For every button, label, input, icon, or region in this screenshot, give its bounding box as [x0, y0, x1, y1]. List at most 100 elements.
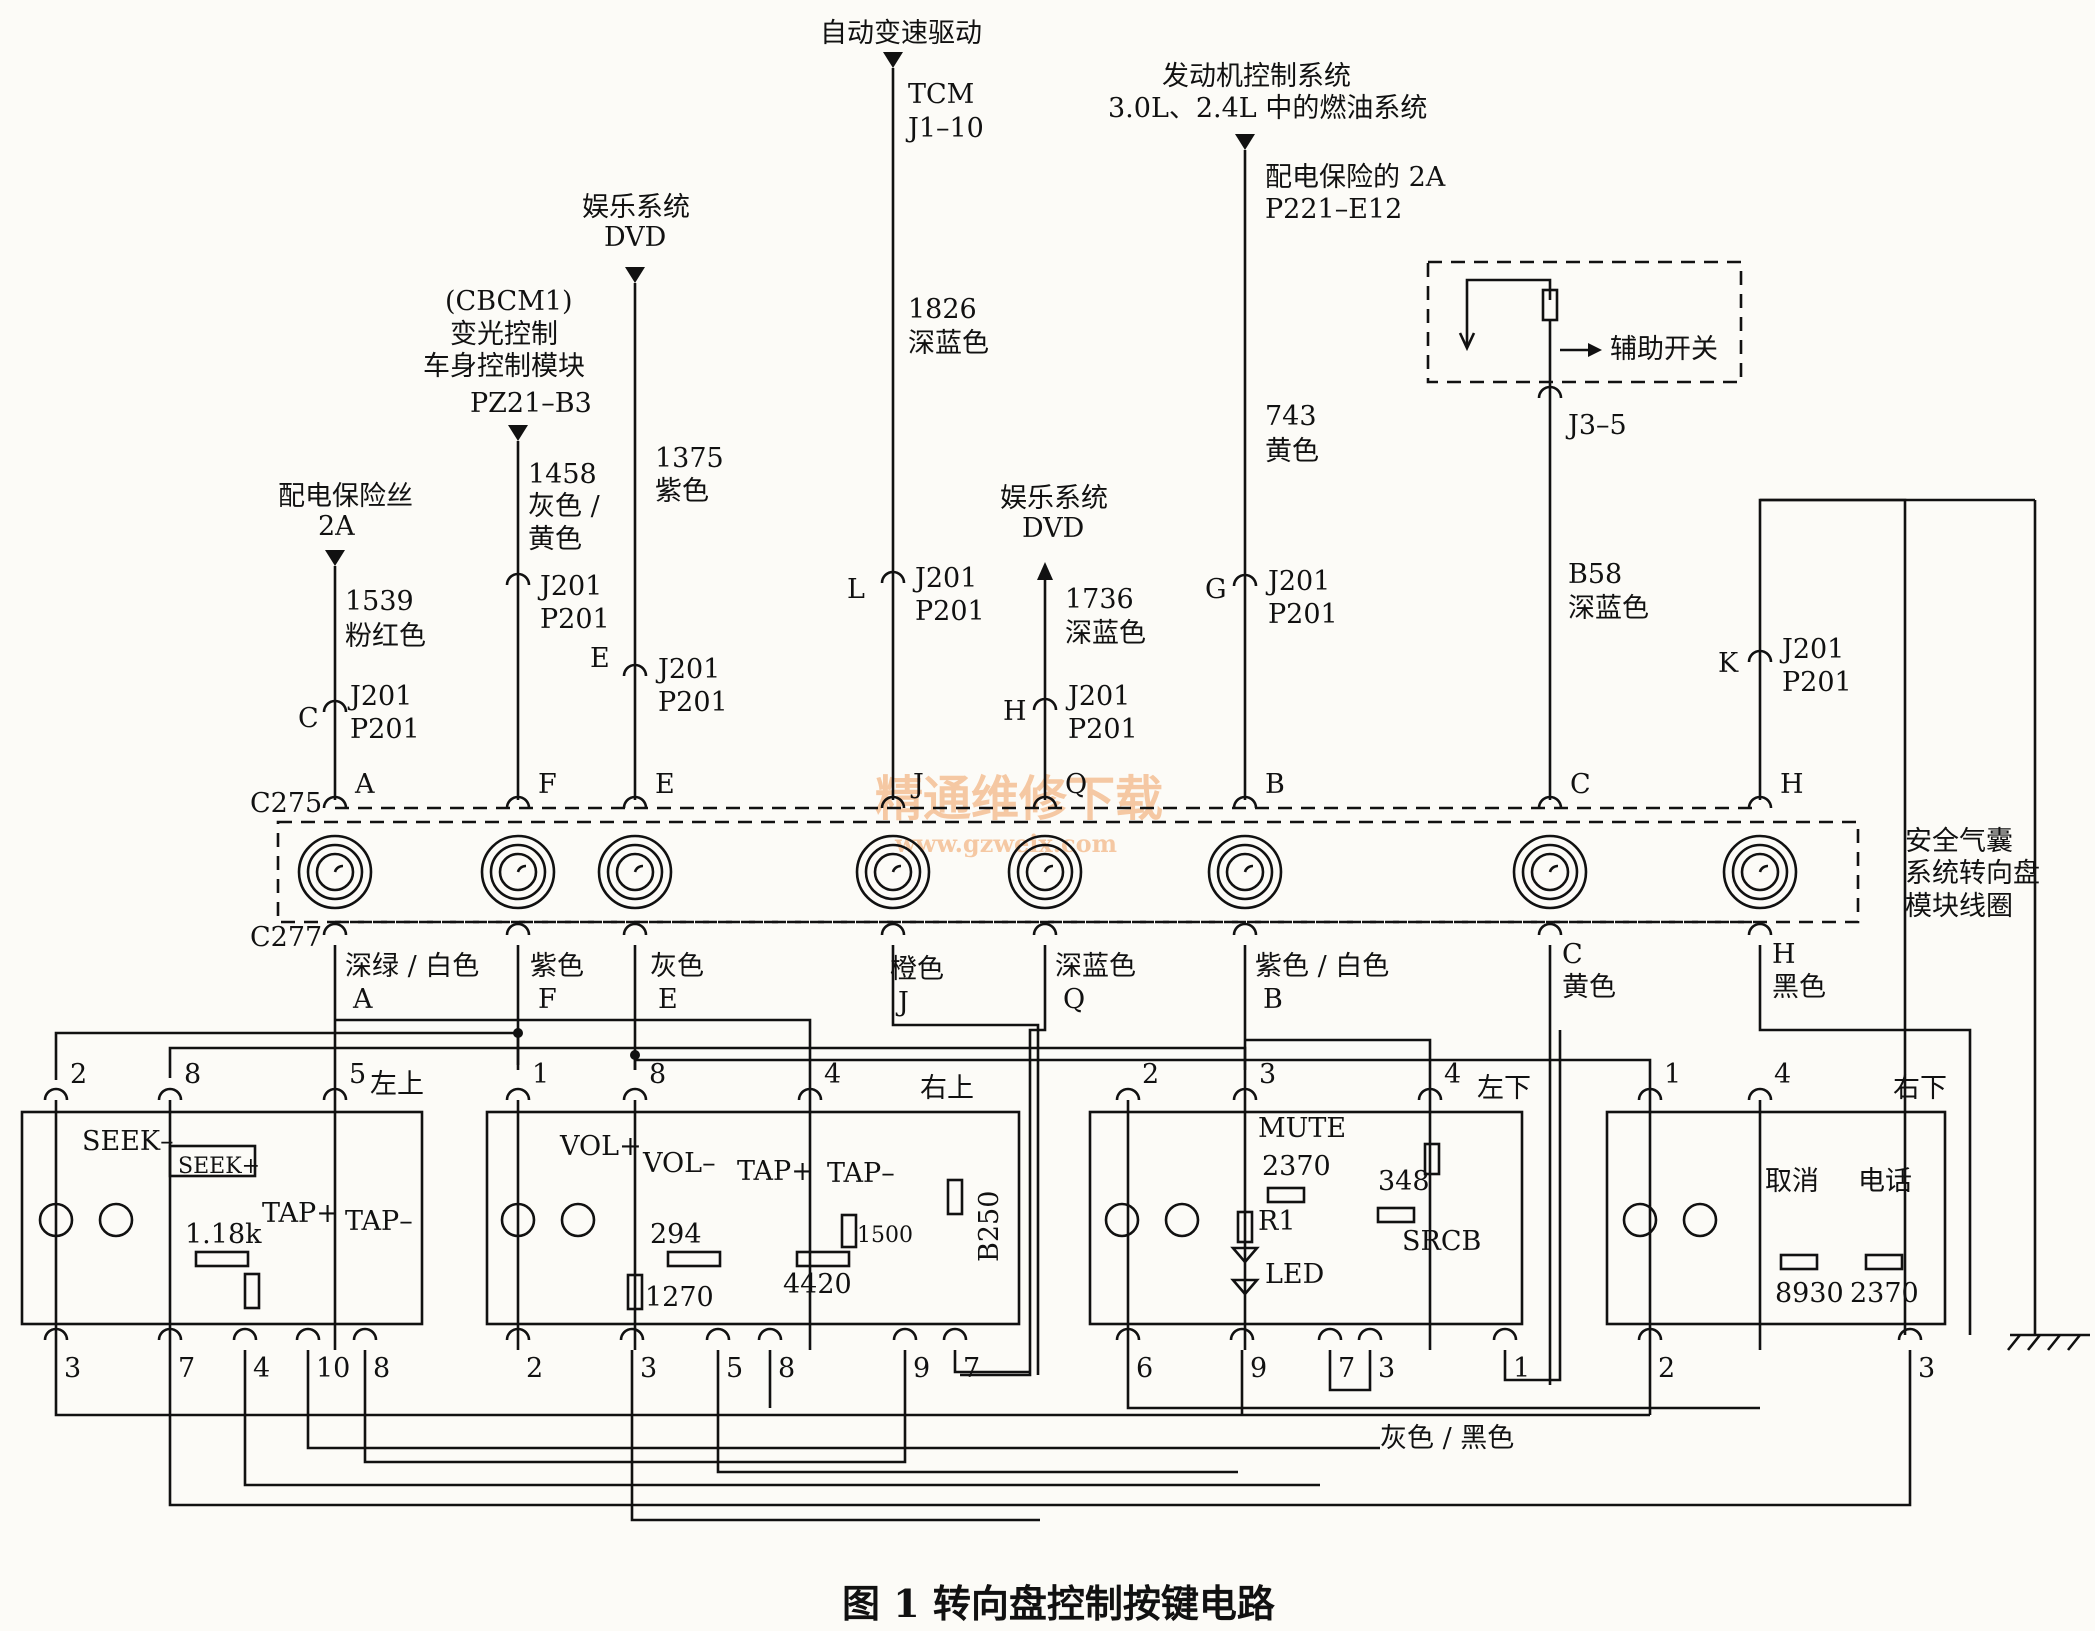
p201-label: P201	[350, 714, 420, 745]
bottom-wire-pin: E	[658, 984, 678, 1015]
module-bottom-pin: 9	[1250, 1353, 1267, 1384]
inline-pin-letter: L	[847, 574, 865, 605]
svg-text:深蓝色: 深蓝色	[1568, 593, 1649, 624]
clockspring-pin-top: J	[910, 769, 924, 800]
module-bottom-pin: 8	[373, 1353, 390, 1384]
clockspring-pin-top: Q	[1065, 769, 1087, 800]
svg-text:变光控制: 变光控制	[450, 319, 558, 350]
p201-label: P201	[1782, 667, 1852, 698]
aux-switch-label: 辅助开关	[1610, 334, 1718, 365]
svg-text:SRCB: SRCB	[1402, 1226, 1481, 1257]
bottom-wire-pin: J	[895, 987, 909, 1018]
module-lower-left: 左下 MUTE 2370 R1 LED 348 SRCB	[1088, 1073, 1531, 1326]
svg-text:安全气囊: 安全气囊	[1905, 826, 2013, 857]
svg-text:SEEK+: SEEK+	[178, 1154, 260, 1179]
j201-label: J201	[1065, 681, 1130, 712]
svg-text:348: 348	[1378, 1166, 1430, 1197]
svg-text:1375: 1375	[655, 443, 724, 474]
svg-text:TAP–: TAP–	[827, 1158, 895, 1189]
svg-text:左下: 左下	[1477, 1073, 1531, 1104]
connector-c277: C277	[250, 922, 322, 953]
svg-text:娱乐系统: 娱乐系统	[1000, 483, 1108, 514]
svg-text:4420: 4420	[783, 1269, 852, 1300]
aux-switch-box: 辅助开关	[1426, 260, 1743, 392]
svg-text:自动变速驱动: 自动变速驱动	[820, 18, 982, 49]
watermark-text: 精通维修下载	[875, 771, 1163, 827]
svg-text:右上: 右上	[920, 1073, 974, 1104]
gray-black-label: 灰色 / 黑色	[1380, 1423, 1514, 1454]
svg-text:娱乐系统: 娱乐系统	[582, 192, 690, 223]
bottom-wire-pin: A	[352, 984, 373, 1015]
svg-text:深蓝色: 深蓝色	[1065, 618, 1146, 649]
svg-text:1270: 1270	[645, 1282, 714, 1313]
svg-text:电话: 电话	[1858, 1166, 1912, 1197]
bottom-wire-color: 黑色	[1772, 972, 1826, 1003]
module-top-pin: 4	[824, 1059, 841, 1090]
svg-text:TCM: TCM	[908, 79, 974, 110]
source-dvd-2: 娱乐系统 DVD	[1000, 483, 1108, 544]
module-bottom-pin: 7	[178, 1353, 195, 1384]
module-bottom-pin: 2	[526, 1353, 543, 1384]
j201-label: J201	[912, 563, 977, 594]
svg-text:2370: 2370	[1262, 1151, 1331, 1182]
bottom-wire-pin: C	[1562, 939, 1583, 970]
svg-text:发动机控制系统: 发动机控制系统	[1162, 61, 1351, 92]
svg-text:DVD: DVD	[1022, 513, 1084, 544]
p201-label: P201	[1068, 714, 1138, 745]
module-top-pin: 1	[1664, 1059, 1681, 1090]
bottom-wire-pin: Q	[1063, 984, 1085, 1015]
module-bottom-pin: 1	[1513, 1353, 1530, 1384]
clockspring-pin-top: C	[1570, 769, 1591, 800]
module-bottom-pin: 4	[253, 1353, 270, 1384]
svg-text:TAP–: TAP–	[345, 1206, 413, 1237]
p201-label: P201	[540, 604, 610, 635]
svg-text:DVD: DVD	[604, 222, 666, 253]
svg-text:SEEK–: SEEK–	[82, 1126, 174, 1157]
bottom-wire-color: 灰色	[650, 951, 704, 982]
j201-label: J201	[1265, 566, 1330, 597]
module-top-pin: 2	[70, 1059, 87, 1090]
j201-label: J201	[537, 571, 602, 602]
svg-text:1458: 1458	[528, 459, 597, 490]
inline-pin-letter: H	[1003, 696, 1027, 727]
module-top-pin: 1	[532, 1059, 549, 1090]
svg-text:2A: 2A	[318, 511, 355, 542]
svg-text:1826: 1826	[908, 294, 977, 325]
svg-text:黄色: 黄色	[1265, 436, 1319, 467]
source-engine-control: 发动机控制系统 3.0L、2.4L 中的燃油系统	[1108, 61, 1427, 150]
svg-text:深蓝色: 深蓝色	[908, 328, 989, 359]
svg-text:MUTE: MUTE	[1258, 1113, 1346, 1144]
module-top-pin: 4	[1444, 1059, 1461, 1090]
svg-text:LED: LED	[1265, 1259, 1324, 1290]
inline-pin-letter: G	[1205, 574, 1227, 605]
module-upper-right: 右上 VOL+ VOL– 294 1270 TAP+ TAP– 1500 442…	[485, 1073, 1021, 1326]
module-top-pin: 8	[184, 1059, 201, 1090]
svg-text:1736: 1736	[1065, 584, 1134, 615]
wire-labels: 1539 粉红色 1458 灰色 / 黄色 1375 紫色 TCM J1–10 …	[345, 79, 1649, 652]
clockspring-pin-top: B	[1265, 769, 1285, 800]
module-bottom-pin: 6	[1136, 1353, 1153, 1384]
figure-caption: 图 1 转向盘控制按键电路	[842, 1581, 1276, 1626]
svg-text:R1: R1	[1258, 1206, 1296, 1237]
svg-text:系统转向盘: 系统转向盘	[1905, 858, 2040, 889]
svg-text:743: 743	[1265, 401, 1317, 432]
module-bottom-pin: 7	[963, 1353, 980, 1384]
clockspring-pin-top: E	[655, 769, 675, 800]
source-dvd-1: 娱乐系统 DVD	[582, 192, 690, 283]
source-cbcm1: (CBCM1) 变光控制 车身控制模块 PZ21–B3	[423, 286, 592, 441]
j201-label: J201	[347, 681, 412, 712]
svg-text:J1–10: J1–10	[905, 113, 984, 144]
inline-pin-letter: E	[590, 643, 610, 674]
bottom-wire-color: 深蓝色	[1055, 951, 1136, 982]
bottom-bus	[54, 1030, 1912, 1522]
module-bottom-pin: 7	[1338, 1353, 1355, 1384]
svg-text:黄色: 黄色	[528, 524, 582, 555]
module-bottom-pin: 3	[1918, 1353, 1935, 1384]
j201-label: J201	[1779, 634, 1844, 665]
module-top-pin: 5	[349, 1059, 366, 1090]
j201-label: J201	[655, 654, 720, 685]
